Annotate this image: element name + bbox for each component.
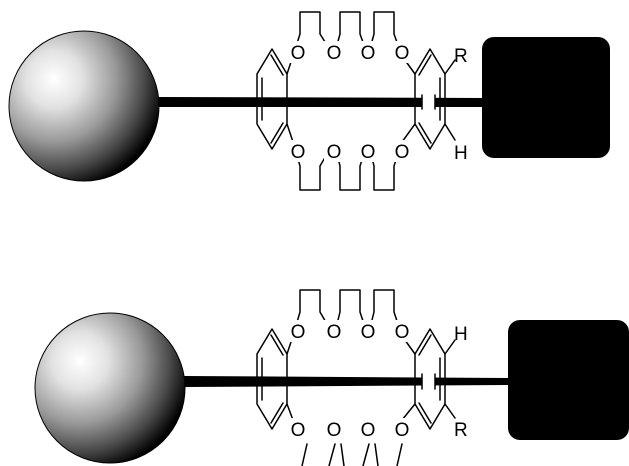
oxygen-labels-bottom: O O O O O O O O [288,320,412,441]
substituent-label-upper: R [454,46,468,67]
benzene-ring-left-bottom [256,328,288,430]
oxygen-label: O [361,322,376,343]
crown-chain-upper-top [286,11,416,75]
axle-top [158,97,486,107]
oxygen-label: O [291,142,306,163]
oxygen-label: O [327,420,342,441]
oxygen-label: O [327,142,342,163]
crown-chain-lower-bottom [286,403,416,466]
crown-chain-upper-bottom [286,289,416,355]
oxygen-label: O [361,43,376,64]
square-stopper-top [482,37,610,158]
axle-bottom [184,376,512,387]
oxygen-labels-top: O O O O O O O O [288,41,412,163]
oxygen-label: O [395,43,410,64]
ball-stopper-bottom [34,312,186,464]
oxygen-label: O [327,43,342,64]
oxygen-label: O [361,420,376,441]
rotaxane-bottom: O O O O O O O O H R [34,289,629,466]
substituent-label-upper: H [454,324,468,345]
oxygen-label: O [361,142,376,163]
substituent-label-lower: H [454,143,468,164]
crown-chain-lower-top [286,123,416,191]
oxygen-label: O [291,322,306,343]
substituent-label-lower: R [454,420,468,441]
oxygen-label: O [395,142,410,163]
ball-stopper-top [8,30,160,182]
oxygen-label: O [291,420,306,441]
rotaxane-top: O O O O O O O O R H [8,11,610,191]
square-stopper-bottom [508,320,629,440]
oxygen-label: O [327,322,342,343]
oxygen-label: O [395,420,410,441]
oxygen-label: O [291,43,306,64]
oxygen-label: O [395,322,410,343]
